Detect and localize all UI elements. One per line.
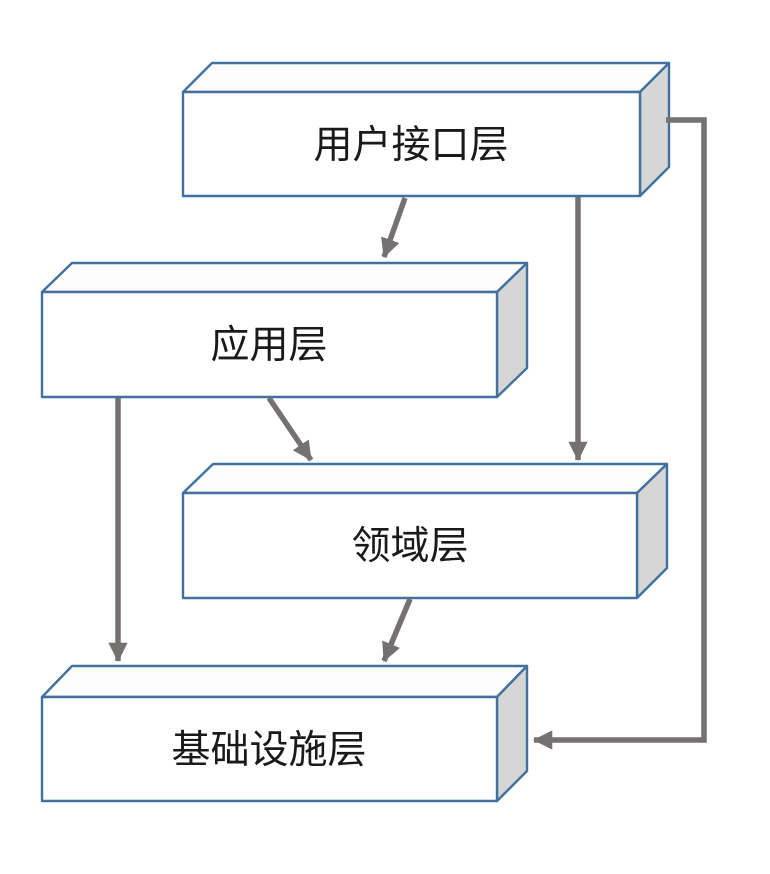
arrow-domain-to-infrastructure xyxy=(381,597,413,663)
node-user-interface-layer: 用户接口层 xyxy=(181,61,671,198)
node-application-layer: 应用层 xyxy=(40,261,529,399)
node-application-layer-front-face xyxy=(40,290,499,399)
arrow-application-to-domain xyxy=(266,396,314,462)
node-application-layer-top-face xyxy=(40,261,529,294)
node-infrastructure-layer-front-face xyxy=(40,695,499,803)
node-domain-layer-front-face xyxy=(181,491,639,600)
node-domain-layer-top-face xyxy=(181,462,669,495)
node-label-user-interface-layer: 用户接口层 xyxy=(313,124,508,167)
node-domain-layer: 领域层 xyxy=(181,462,669,600)
node-infrastructure-layer-top-face xyxy=(40,664,529,699)
node-user-interface-layer-top-face xyxy=(181,61,671,94)
arrow-ui-to-infrastructure xyxy=(533,117,707,750)
node-user-interface-layer-front-face xyxy=(181,90,642,198)
node-label-infrastructure-layer: 基础设施层 xyxy=(171,729,366,772)
node-infrastructure-layer: 基础设施层 xyxy=(40,664,529,803)
node-label-application-layer: 应用层 xyxy=(210,324,327,367)
arrow-ui-to-application xyxy=(381,197,408,258)
node-label-domain-layer: 领域层 xyxy=(351,525,468,568)
